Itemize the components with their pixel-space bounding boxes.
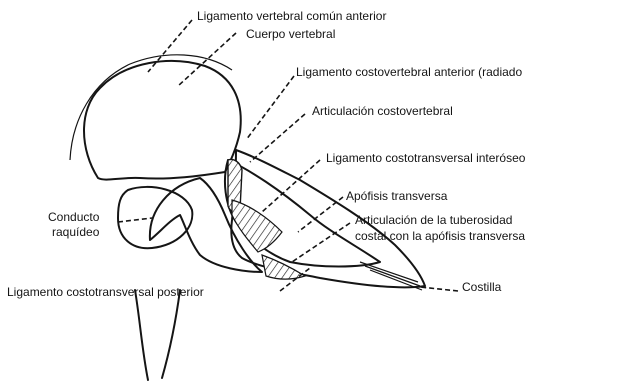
spinous-process xyxy=(135,290,180,380)
label-lig-vertebral-comun-anterior: Ligamento vertebral común anterior xyxy=(197,9,386,23)
label-conducto-2: raquídeo xyxy=(52,225,100,239)
leader-lig-vertebral-comun-anterior xyxy=(148,20,192,72)
label-lig-costotransversal-posterior: Ligamento costotransversal posterior xyxy=(7,285,204,299)
leader-costilla xyxy=(420,287,458,291)
label-articulacion-tuberosidad-2: costal con la apófisis transversa xyxy=(355,229,525,243)
label-articulacion-tuberosidad-1: Articulación de la tuberosidad xyxy=(355,213,512,227)
leader-apofisis-transversa xyxy=(298,197,343,232)
label-lig-costovertebral-anterior: Ligamento costovertebral anterior (radia… xyxy=(296,65,522,79)
leader-articulacion-tuberosidad xyxy=(292,223,350,262)
label-costilla: Costilla xyxy=(462,280,502,294)
leader-conducto xyxy=(118,218,152,222)
anterior-ligament-curve xyxy=(70,55,232,160)
leader-cuerpo-vertebral xyxy=(178,33,236,86)
label-conducto-1: Conducto xyxy=(48,210,100,224)
label-lig-costotransversal-interoseo: Ligamento costotransversal interóseo xyxy=(326,151,526,165)
label-cuerpo-vertebral: Cuerpo vertebral xyxy=(246,27,335,41)
label-articulacion-costovertebral: Articulación costovertebral xyxy=(312,104,453,118)
leader-articulacion-costovertebral xyxy=(250,114,305,162)
label-apofisis-transversa: Apófisis transversa xyxy=(346,189,448,203)
